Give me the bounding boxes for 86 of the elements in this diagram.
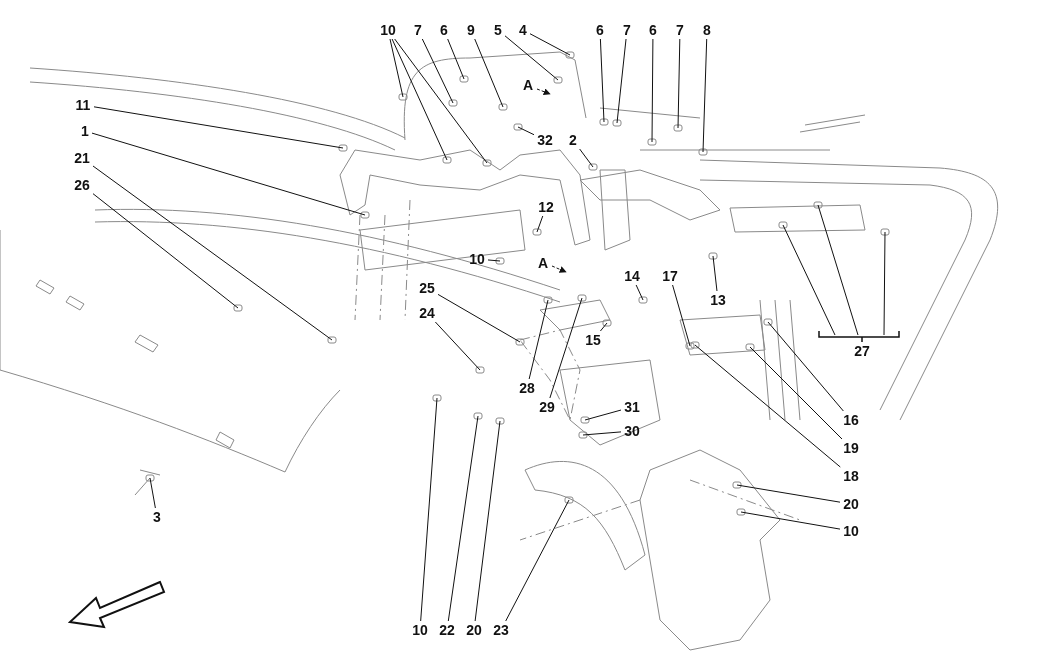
leader-line (767, 321, 844, 412)
callout-number: 21 (73, 150, 91, 166)
leader-line (437, 293, 521, 343)
leader-line (782, 224, 836, 336)
callout-number: 15 (584, 332, 602, 348)
callout-number: 2 (568, 132, 578, 148)
callout-number: 6 (439, 22, 449, 38)
leader-line (712, 255, 718, 292)
leader-line (434, 321, 481, 371)
leader-line (92, 193, 239, 309)
leader-line (740, 511, 841, 530)
callout-number: 18 (842, 468, 860, 484)
leader-line (536, 215, 544, 233)
callout-number: 7 (675, 22, 685, 38)
callout-number: 27 (853, 343, 871, 359)
callout-number: 4 (518, 22, 528, 38)
leader-line (474, 420, 501, 622)
callout-number: 12 (537, 199, 555, 215)
leader-line (529, 33, 571, 56)
leader-line (702, 38, 708, 153)
callout-number: 10 (842, 523, 860, 539)
leader-line (817, 204, 859, 336)
leader-line (91, 132, 366, 216)
callout-number: 1 (80, 123, 90, 139)
callout-number: 32 (536, 132, 554, 148)
leader-line (599, 322, 608, 332)
leader-line (582, 431, 622, 436)
leader-line (92, 165, 333, 341)
leader-line (584, 409, 622, 421)
callout-number: 6 (595, 22, 605, 38)
view-letter: A (537, 255, 549, 271)
leader-line (736, 484, 841, 503)
leader-line (549, 297, 583, 399)
callout-number: 13 (709, 292, 727, 308)
leader-line (883, 231, 886, 336)
leader-line (505, 499, 570, 622)
callout-number: 25 (418, 280, 436, 296)
leader-line (421, 38, 454, 104)
view-letter: A (522, 77, 534, 93)
callout-number: 10 (379, 22, 397, 38)
leader-line (447, 38, 465, 80)
leader-line (672, 284, 691, 347)
leader-line (599, 38, 605, 123)
leader-line (394, 38, 488, 164)
leader-line (447, 415, 479, 622)
leader-line (93, 106, 344, 149)
leader-line (635, 284, 644, 301)
callout-number: 11 (74, 97, 92, 113)
callout-number: 9 (466, 22, 476, 38)
callout-number: 20 (465, 622, 483, 638)
callout-number: 24 (418, 305, 436, 321)
callout-number: 29 (538, 399, 556, 415)
leader-line (420, 397, 438, 622)
callout-number: 28 (518, 380, 536, 396)
callout-number: 16 (842, 412, 860, 428)
leader-line (517, 126, 535, 136)
leader-line (474, 38, 504, 108)
leader-line (579, 148, 594, 168)
callout-number: 7 (413, 22, 423, 38)
callout-number: 10 (411, 622, 429, 638)
callout-number: 14 (623, 268, 641, 284)
leader-line (677, 38, 681, 129)
callout-number: 10 (468, 251, 486, 267)
callout-number: 5 (493, 22, 503, 38)
leader-line (616, 38, 627, 124)
callout-number: 6 (648, 22, 658, 38)
leader-line (487, 259, 501, 262)
callout-number: 17 (661, 268, 679, 284)
callout-number: 7 (622, 22, 632, 38)
leader-line (389, 38, 404, 98)
leader-line (651, 38, 654, 143)
leader-line (528, 299, 549, 380)
callout-number: 20 (842, 496, 860, 512)
leader-line (149, 477, 156, 509)
callout-number: 26 (73, 177, 91, 193)
callout-number: 23 (492, 622, 510, 638)
callout-number: 3 (152, 509, 162, 525)
callout-number: 19 (842, 440, 860, 456)
leader-line (391, 38, 448, 161)
callout-number: 8 (702, 22, 712, 38)
callout-number: 30 (623, 423, 641, 439)
callout-number: 22 (438, 622, 456, 638)
callout-number: 31 (623, 399, 641, 415)
leader-line (504, 35, 559, 81)
leader-line (694, 344, 841, 468)
leader-line (749, 346, 843, 440)
